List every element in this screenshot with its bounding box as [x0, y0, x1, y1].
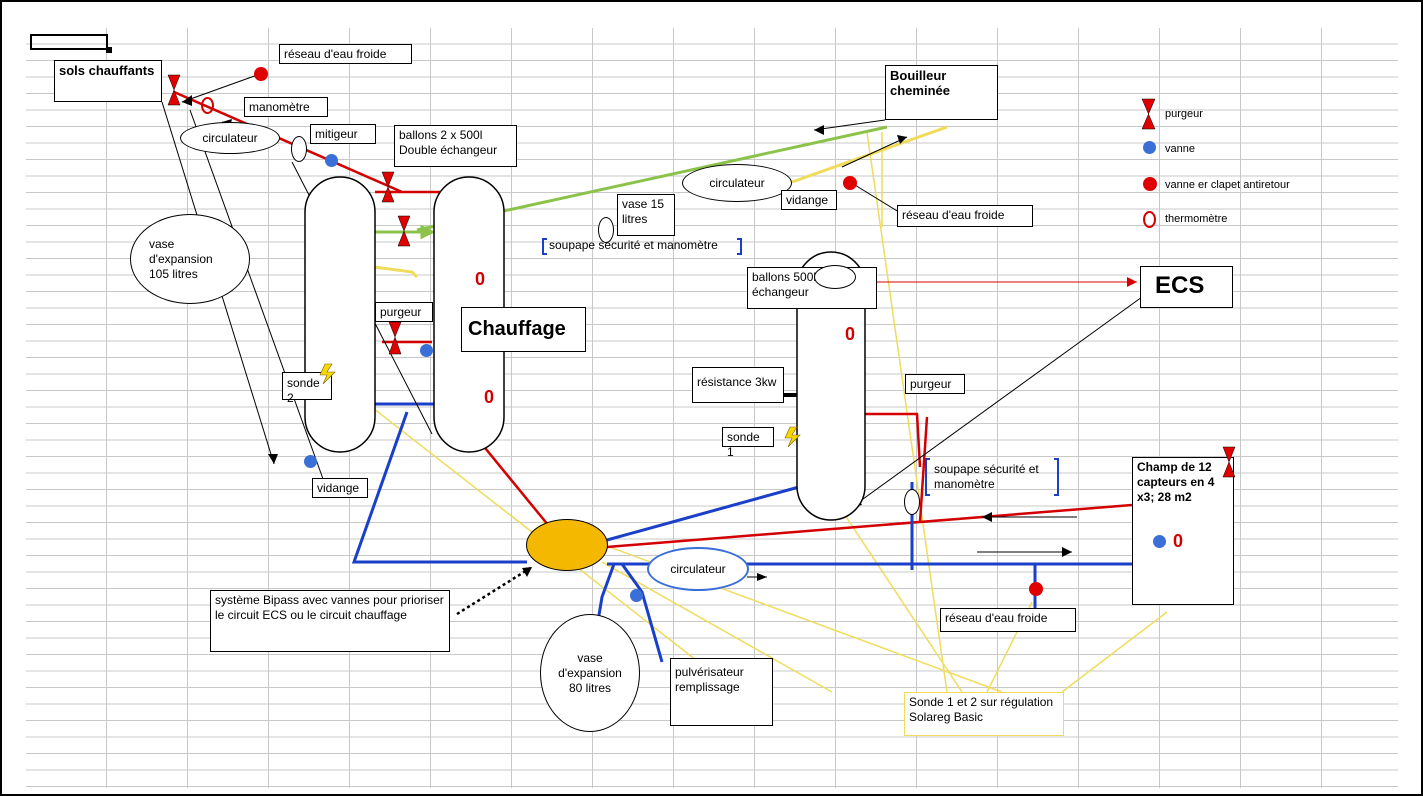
mitigeur-oval [291, 136, 307, 162]
legend-label-purgeur: purgeur [1165, 108, 1203, 120]
legend-label-vanne: vanne [1165, 143, 1195, 155]
thermometre-icon: 0 [475, 269, 486, 289]
ballons-2x500-label: ballons 2 x 500l Double échangeur [394, 125, 517, 167]
thermometre-icon: 0 [1173, 531, 1184, 551]
champ-capteurs-label: Champ de 12 capteurs en 4 x3; 28 m2 [1132, 457, 1234, 605]
vidange-mid-label: vidange [781, 190, 837, 210]
bipass-label: système Bipass avec vannes pour priorise… [210, 590, 450, 652]
legend-label-clapet: vanne er clapet antiretour [1165, 179, 1290, 191]
legend-thermo-o [1143, 211, 1156, 228]
vanne-icon [420, 344, 433, 357]
bouilleur-label: Bouilleur cheminée [885, 65, 998, 120]
soupape-right-label: soupape sécurité et manomètre [934, 462, 1039, 491]
legend-label-thermometre: thermomètre [1165, 213, 1228, 225]
manometre-label: manomètre [244, 97, 328, 117]
ballon-left-tank [304, 176, 376, 453]
soupape-right-oval [904, 489, 920, 515]
arrow-line [851, 296, 1143, 508]
vase-105-ellipse: vase d'expansion 105 litres [130, 214, 250, 304]
vase-15-label: vase 15 litres [617, 194, 675, 236]
arrowhead [814, 125, 824, 135]
yellow-pipe [373, 265, 419, 279]
sols-chauffants-label: sols chauffants [54, 60, 162, 102]
resistance-label: résistance 3kw [692, 367, 784, 403]
vanne-icon [304, 455, 317, 468]
mitigeur-label: mitigeur [310, 124, 376, 144]
sensor-wire [601, 561, 833, 693]
sonde2-label: sonde 2 [282, 372, 332, 405]
arrowhead [757, 573, 767, 581]
hot-pipe [864, 412, 922, 468]
purgeur-mid-label: purgeur [375, 302, 433, 322]
vase-80-ellipse: vase d'expansion 80 litres [540, 614, 640, 732]
chauffage-label: Chauffage [461, 307, 586, 352]
soupape-top-label: soupape sécurité et manomètre [549, 238, 718, 252]
vidange-left-label: vidange [312, 478, 368, 498]
legend-clapet-dot [1143, 177, 1157, 191]
arrowhead [982, 512, 992, 522]
sensor-wire [541, 521, 1003, 693]
selected-cell[interactable] [30, 34, 108, 50]
arrow-line [813, 119, 886, 131]
purgeur-right-label: purgeur [905, 374, 965, 394]
arrowhead [897, 135, 907, 144]
thermometre-icon: 0 [845, 324, 856, 344]
arrowhead [522, 567, 532, 577]
arrow-line [841, 136, 908, 168]
reseau-eau-froide-mid-label: réseau d'eau froide [897, 205, 1033, 227]
arrowhead [182, 95, 192, 106]
ballon-ecs-top-cap [814, 265, 856, 289]
soupape-bracket [542, 238, 547, 255]
sensor-wire [866, 131, 948, 693]
reseau-eau-froide-bottom-label: réseau d'eau froide [940, 608, 1076, 632]
arrowhead [268, 454, 278, 464]
thermometre-icon [201, 97, 214, 114]
circulateur-bottom-ellipse: circulateur [647, 547, 749, 591]
thermometre-icon: 0 [484, 387, 495, 407]
cell-fill-handle[interactable] [106, 47, 112, 53]
vanne-icon [1153, 535, 1166, 548]
green-arrowhead [420, 224, 436, 240]
circulateur-top-ellipse: circulateur [180, 122, 280, 154]
ballon-ecs-tank [796, 251, 866, 521]
vanne-icon [325, 154, 338, 167]
bipass-valve [526, 519, 608, 571]
ecs-label: ECS [1140, 266, 1233, 308]
vanne-icon [630, 589, 643, 602]
soupape-bracket [737, 238, 742, 255]
pulverisateur-label: pulvérisateur remplissage [670, 658, 773, 726]
reseau-eau-froide-top-label: réseau d'eau froide [279, 44, 412, 64]
sonde1-label: sonde 1 [722, 427, 774, 459]
arrow-line [181, 73, 261, 103]
vanne-clapet-icon [843, 176, 857, 190]
hot-pipe [918, 416, 929, 523]
bipass-dotted-arrow [456, 565, 533, 616]
soupape-bracket [925, 458, 930, 496]
hot-pipe [606, 503, 1133, 549]
arrowhead [1127, 277, 1137, 287]
sonde-regulation-label: Sonde 1 et 2 sur régulation Solareg Basi… [904, 692, 1064, 736]
cold-pipe [620, 563, 664, 663]
ballons-500-label: ballons 500l double échangeur [747, 267, 877, 309]
sensor-wire [1061, 611, 1168, 693]
soupape-bracket [1054, 458, 1059, 496]
vase-15-oval [598, 217, 614, 243]
legend-vanne-dot [1143, 141, 1156, 154]
arrowhead [1062, 547, 1072, 557]
cold-pipe [606, 485, 800, 542]
vanne-clapet-icon [1029, 582, 1043, 596]
vanne-clapet-icon [254, 67, 268, 81]
cold-pipe [351, 411, 527, 564]
circulateur-mid-ellipse: circulateur [682, 164, 792, 202]
arrow-line [189, 109, 328, 491]
